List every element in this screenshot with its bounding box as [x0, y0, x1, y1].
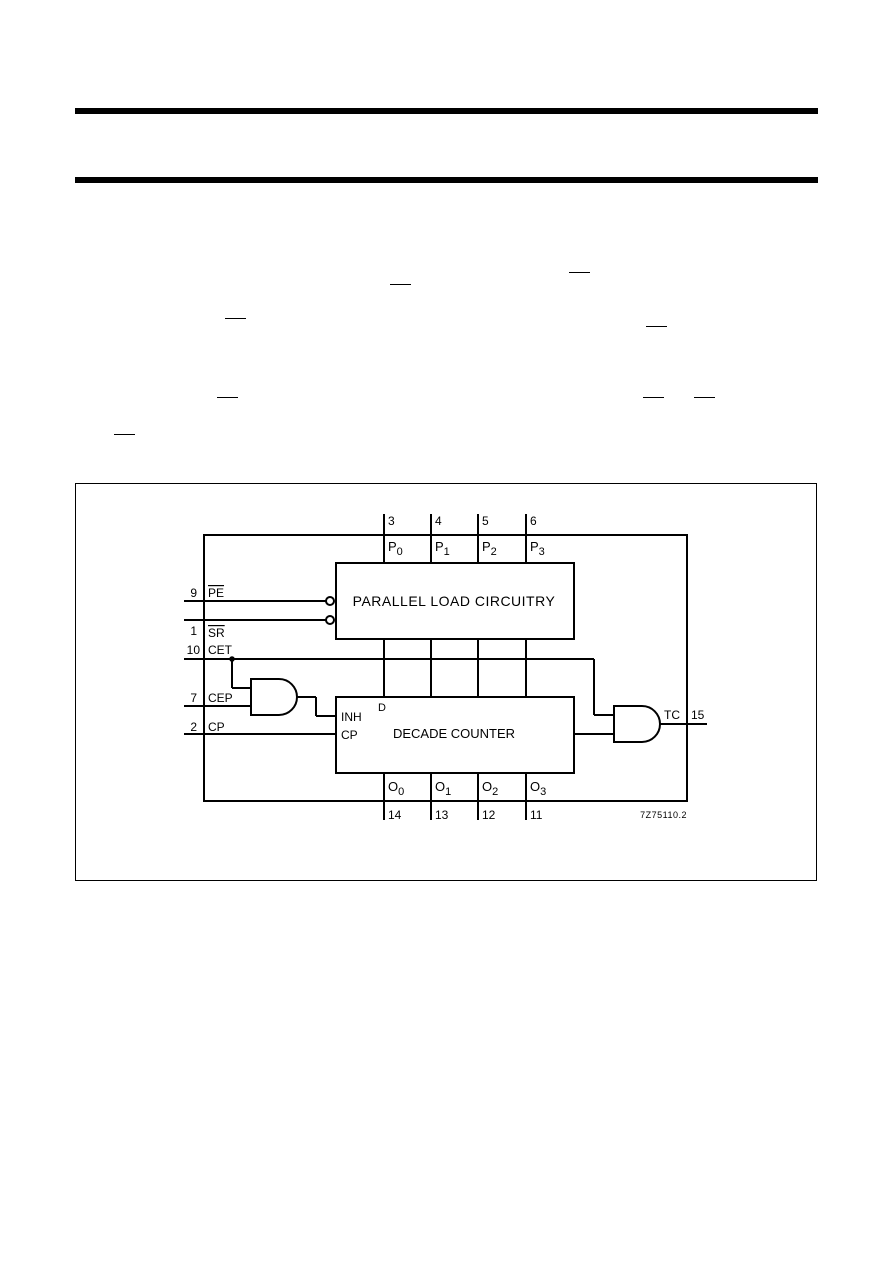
- o3-pin-number: 11: [530, 808, 543, 822]
- package-outline: [203, 534, 688, 802]
- pe-label: PE: [208, 586, 224, 600]
- cep-pin-number: 7: [190, 691, 197, 705]
- p1-label: P1: [435, 539, 450, 558]
- parallel-load-label: PARALLEL LOAD CIRCUITRY: [353, 593, 556, 609]
- o3-label: O3: [530, 779, 546, 798]
- sr-inversion-bubble: [325, 615, 335, 625]
- cp-pin-number: 2: [190, 720, 197, 734]
- overline-mark: [390, 284, 411, 285]
- figure-frame: [75, 483, 817, 881]
- enable-and-gate: [250, 678, 298, 716]
- overline-mark: [217, 397, 238, 398]
- p0-label: P0: [388, 539, 403, 558]
- p0-pin-number: 3: [388, 514, 395, 528]
- sr-label: SR: [208, 626, 225, 640]
- o1-label: O1: [435, 779, 451, 798]
- p1-pin-number: 4: [435, 514, 442, 528]
- tc-and-gate: [613, 705, 661, 743]
- cep-label: CEP: [208, 691, 233, 705]
- tc-pin-number: 15: [691, 708, 705, 722]
- cet-junction-dot: [229, 656, 235, 662]
- cp-inner-label: CP: [341, 728, 358, 742]
- tc-label: TC: [664, 708, 680, 722]
- overline-mark: [225, 318, 246, 319]
- sr-pin-number: 1: [190, 624, 197, 638]
- overline-mark: [114, 434, 135, 435]
- parallel-load-block: [335, 562, 575, 640]
- p3-pin-number: 6: [530, 514, 537, 528]
- p2-label: P2: [482, 539, 497, 558]
- cet-label: CET: [208, 643, 233, 657]
- inh-label: INH: [341, 710, 362, 724]
- second-rule: [75, 177, 818, 183]
- overline-mark: [646, 326, 667, 327]
- cp-label: CP: [208, 720, 225, 734]
- overline-mark: [694, 397, 715, 398]
- p3-label: P3: [530, 539, 545, 558]
- overline-mark: [643, 397, 664, 398]
- figure-code: 7Z75110.2: [640, 810, 687, 820]
- o1-pin-number: 13: [435, 808, 449, 822]
- d-label: D: [378, 702, 386, 714]
- cet-pin-number: 10: [187, 643, 201, 657]
- overline-mark: [569, 272, 590, 273]
- pe-inversion-bubble: [325, 596, 335, 606]
- o0-label: O0: [388, 779, 404, 798]
- top-rule: [75, 108, 818, 114]
- o2-label: O2: [482, 779, 498, 798]
- decade-counter-label: DECADE COUNTER: [393, 726, 515, 741]
- o0-pin-number: 14: [388, 808, 402, 822]
- o2-pin-number: 12: [482, 808, 496, 822]
- p2-pin-number: 5: [482, 514, 489, 528]
- pe-pin-number: 9: [190, 586, 197, 600]
